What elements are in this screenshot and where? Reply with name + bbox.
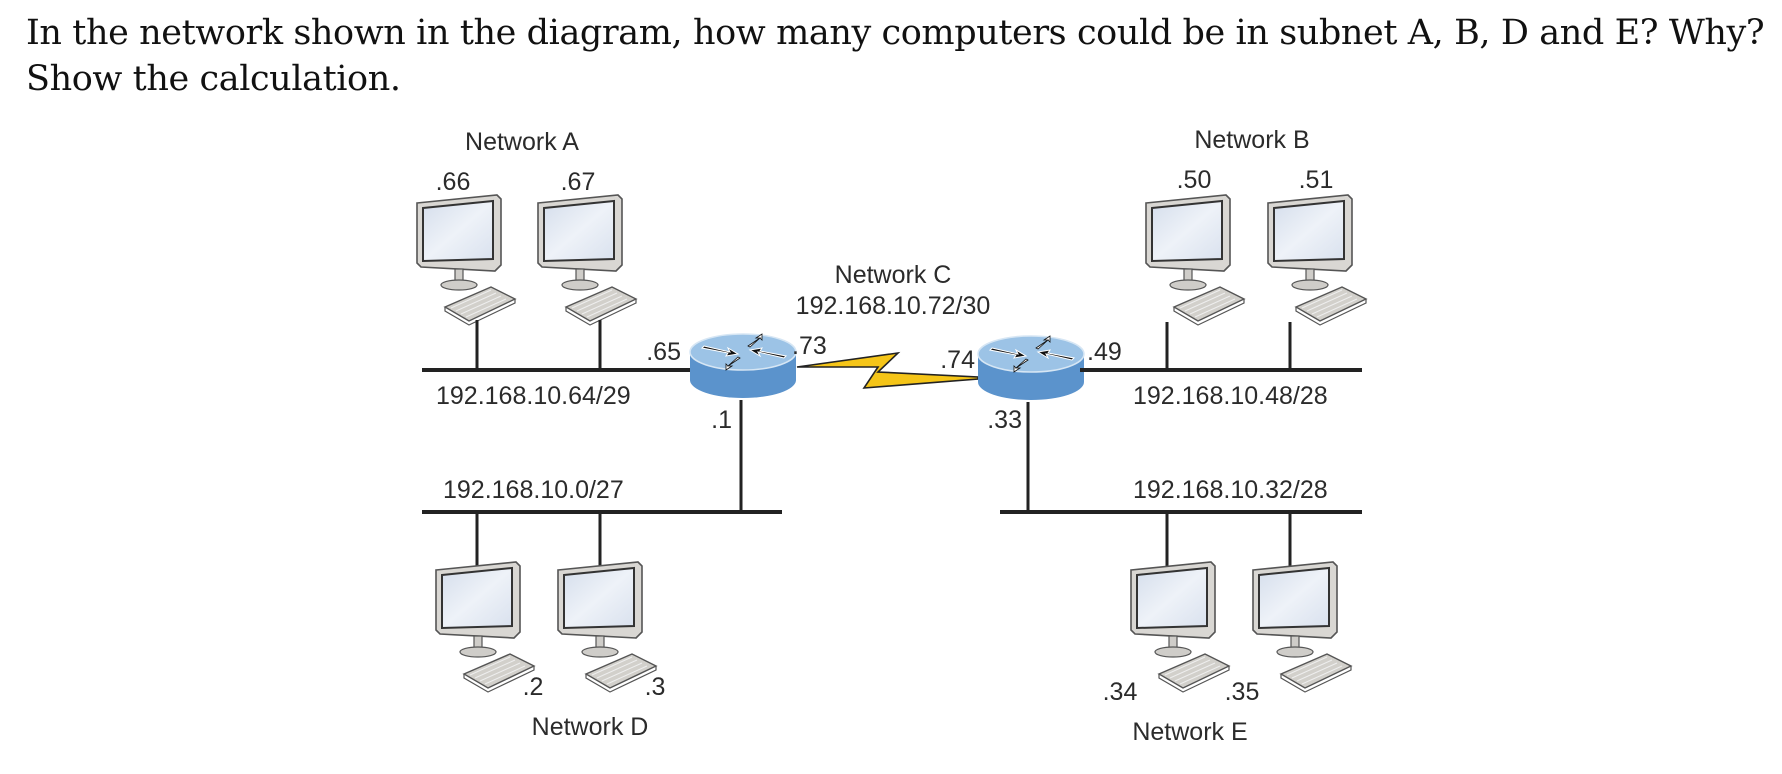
network-a-subnet: 192.168.10.64/29 <box>436 382 631 410</box>
network-b-subnet: 192.168.10.48/28 <box>1133 382 1328 410</box>
network-c-left-interface: .73 <box>792 332 827 360</box>
desktop-computer-icon[interactable] <box>1130 561 1230 693</box>
desktop-computer-icon[interactable] <box>557 561 657 693</box>
router-icon[interactable] <box>689 333 797 399</box>
desktop-computer-icon[interactable] <box>1252 561 1352 693</box>
desktop-computer-icon[interactable] <box>1145 194 1245 326</box>
network-e-router-interface: .33 <box>987 406 1022 434</box>
network-c-subnet: 192.168.10.72/30 <box>796 292 991 320</box>
network-d-router-interface: .1 <box>711 406 732 434</box>
network-d-host-1-ip: .2 <box>523 673 544 701</box>
network-c-label: Network C <box>835 261 952 289</box>
question-text: In the network shown in the diagram, how… <box>26 10 1766 102</box>
network-e-host-2-ip: .35 <box>1225 678 1260 706</box>
network-b-label: Network B <box>1194 126 1309 154</box>
network-d-label: Network D <box>532 713 649 741</box>
question-line-2: Show the calculation. <box>26 59 401 99</box>
network-b-host-2-ip: .51 <box>1299 166 1334 194</box>
network-d-subnet: 192.168.10.0/27 <box>443 476 624 504</box>
network-b-host-1-ip: .50 <box>1177 166 1212 194</box>
network-c-right-interface: .74 <box>940 346 975 374</box>
network-d-host-2-ip: .3 <box>645 673 666 701</box>
router-icon[interactable] <box>977 335 1085 401</box>
network-e-host-1-ip: .34 <box>1103 678 1138 706</box>
network-b-router-interface: .49 <box>1087 338 1122 366</box>
desktop-computer-icon[interactable] <box>416 194 516 326</box>
network-e-label: Network E <box>1132 718 1247 746</box>
network-a-label: Network A <box>465 128 579 156</box>
desktop-computer-icon[interactable] <box>1267 194 1367 326</box>
network-a-host-1-ip: .66 <box>436 168 471 196</box>
desktop-computer-icon[interactable] <box>537 194 637 326</box>
network-a-router-interface: .65 <box>646 338 681 366</box>
question-line-1: In the network shown in the diagram, how… <box>26 13 1765 53</box>
network-a-host-2-ip: .67 <box>561 168 596 196</box>
desktop-computer-icon[interactable] <box>435 561 535 693</box>
network-e-subnet: 192.168.10.32/28 <box>1133 476 1328 504</box>
